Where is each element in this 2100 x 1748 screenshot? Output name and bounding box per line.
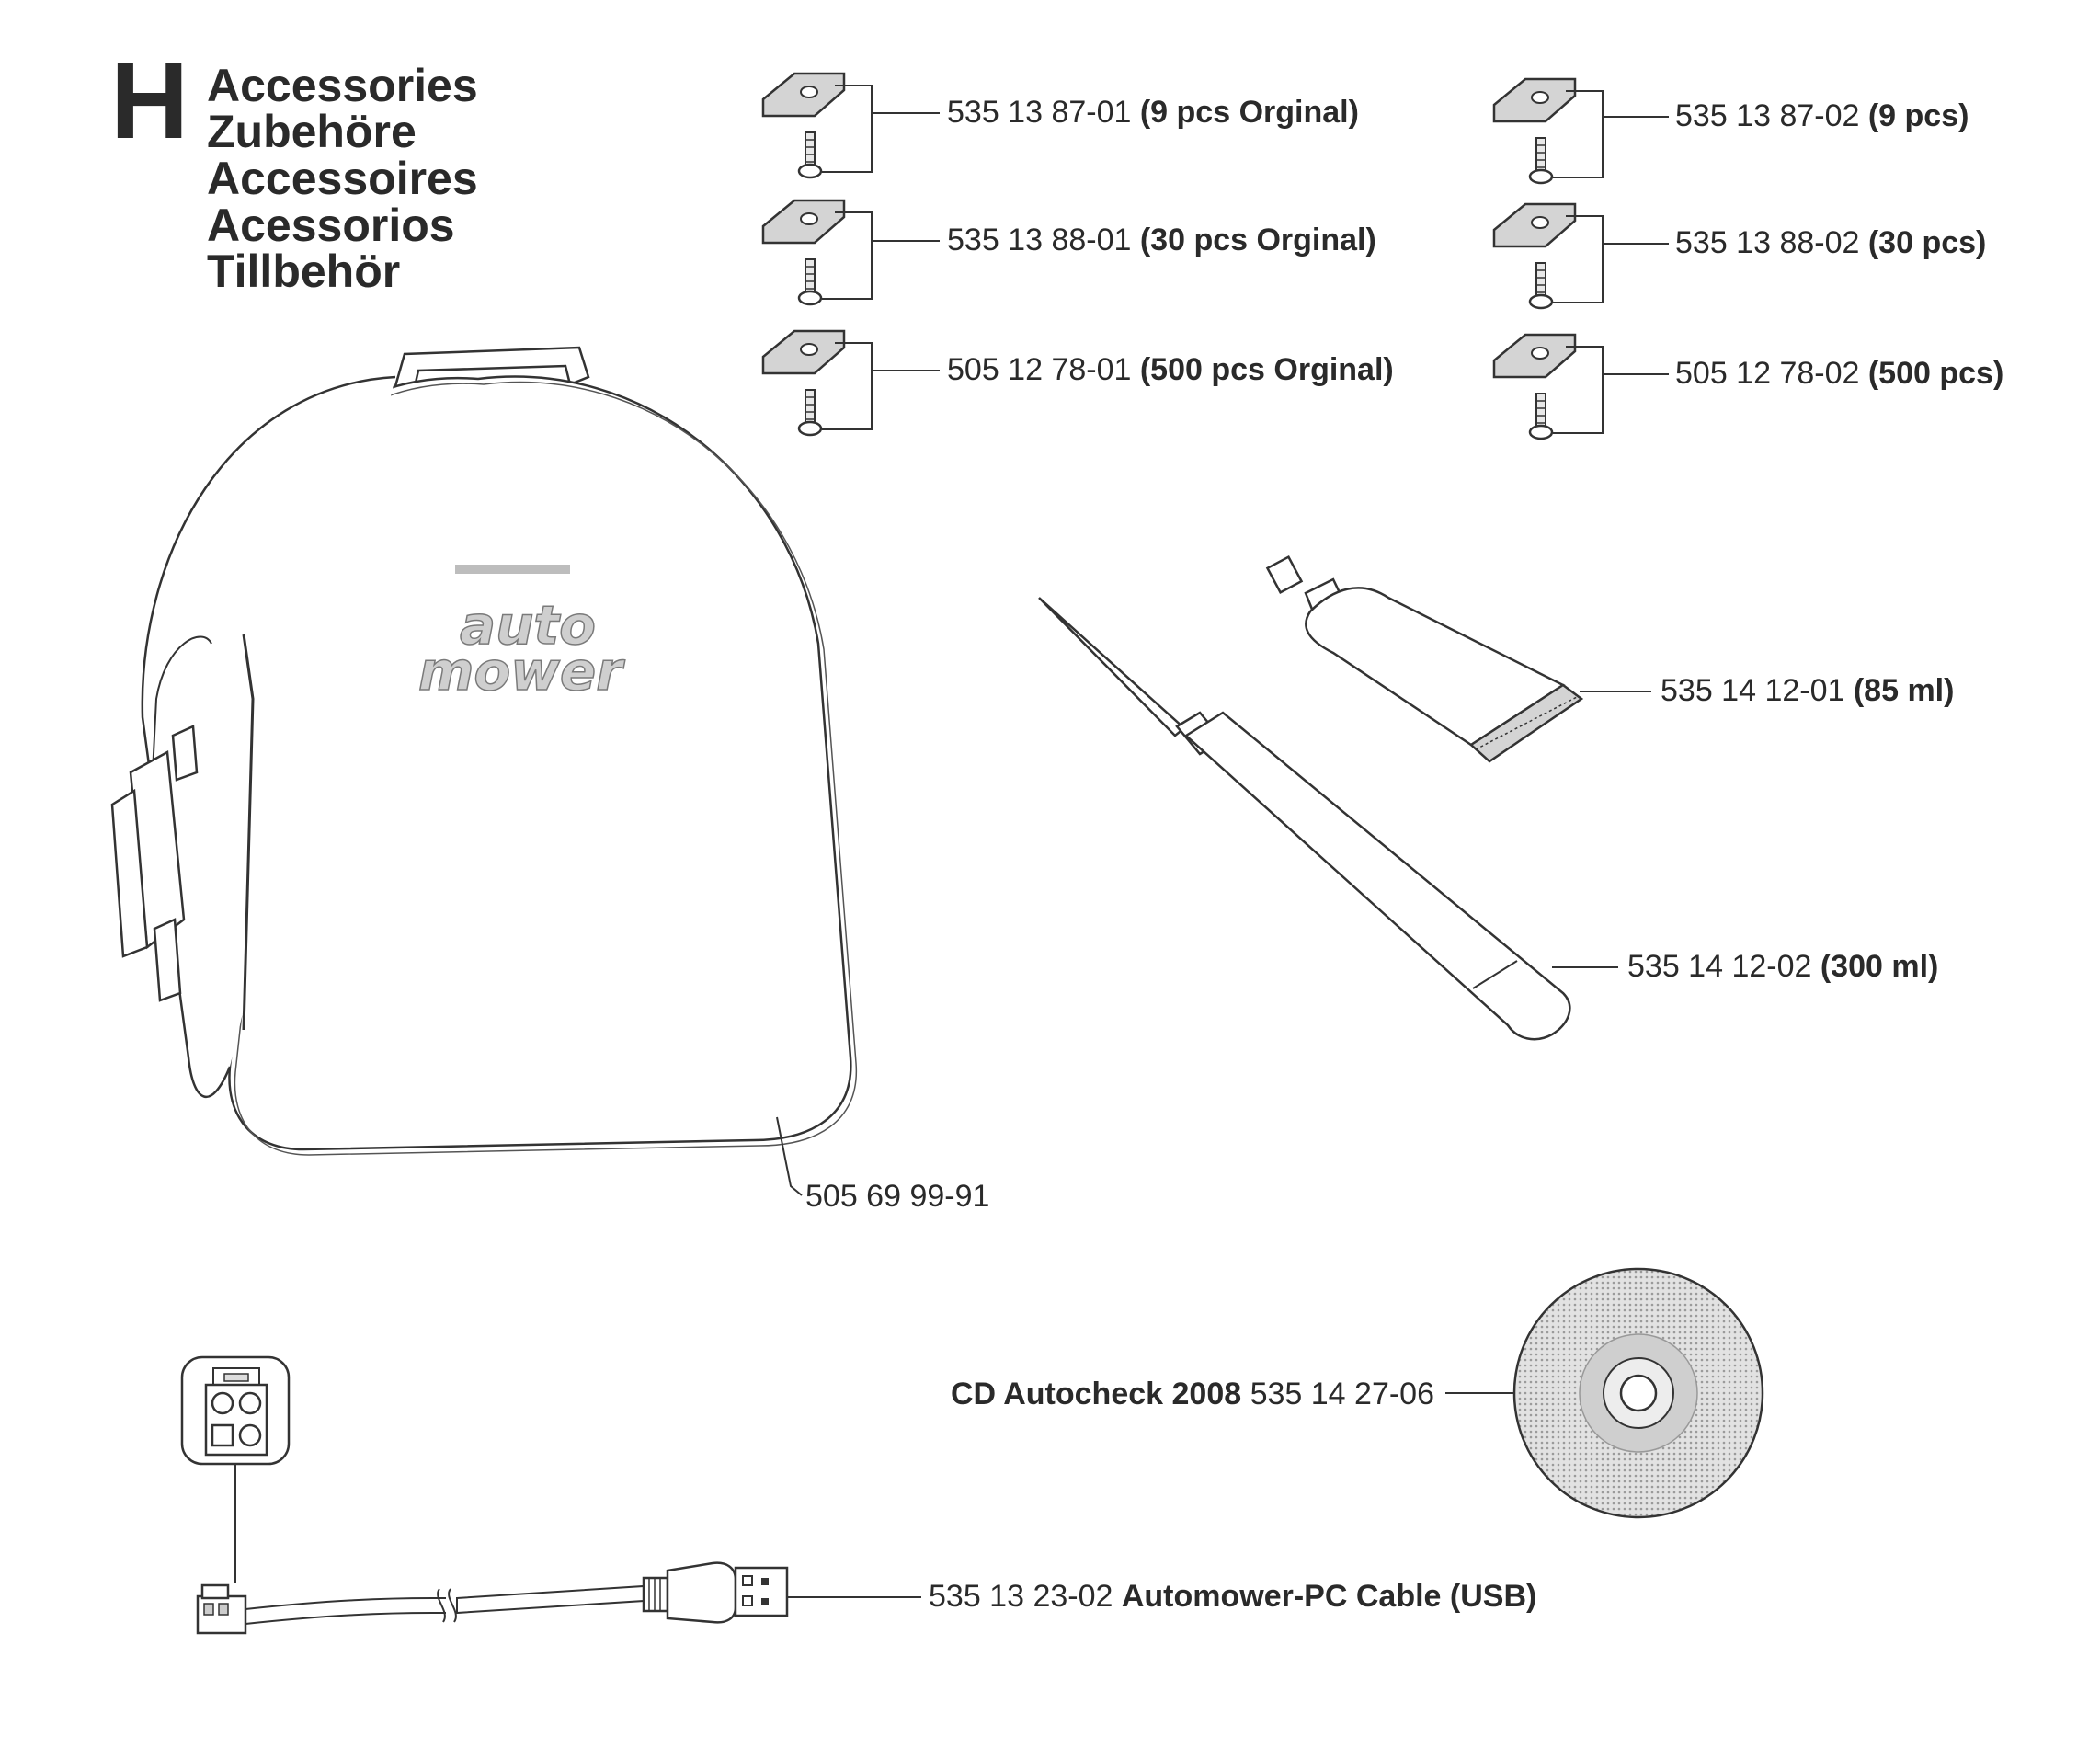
cable-strain-relief xyxy=(642,1576,669,1613)
blade-set-5: 535 13 88-02 (30 pcs) xyxy=(1492,202,1986,310)
blade-quantity: (500 pcs) xyxy=(1868,356,2003,391)
svg-text:535 14 12-01 (85 ml): 535 14 12-01 (85 ml) xyxy=(1661,673,1954,708)
backpack: auto mower 505 69 99-91 xyxy=(110,346,989,1214)
tube-part-number: 535 14 12-01 xyxy=(1661,673,1844,708)
title-fr: Accessoires xyxy=(207,153,478,204)
blade-part-number: 505 12 78-02 xyxy=(1675,356,1859,391)
section-letter: H xyxy=(110,40,188,162)
usb-cable: 535 13 23-02 Automower-PC Cable (USB) xyxy=(196,1561,1536,1635)
blade-set-4: 535 13 87-02 (9 pcs) xyxy=(1492,77,1969,185)
cartridge-body xyxy=(1183,711,1571,1041)
bag-part-number: 505 69 99-91 xyxy=(805,1179,989,1214)
blade-part-number: 535 13 88-01 xyxy=(947,223,1131,257)
blade-icon xyxy=(761,199,873,306)
svg-text:535 13 87-01 (9 pcs Orginal): 535 13 87-01 (9 pcs Orginal) xyxy=(947,95,1359,130)
cable-name: Automower-PC Cable (USB) xyxy=(1122,1579,1536,1614)
cd-disc: CD Autocheck 2008 535 14 27-06 xyxy=(951,1267,1764,1519)
blade-part-number: 535 13 87-02 xyxy=(1675,98,1859,133)
blade-part-number: 505 12 78-01 xyxy=(947,352,1131,387)
blade-set-3: 505 12 78-01 (500 pcs Orginal) xyxy=(761,329,1394,437)
svg-text:535 13 87-02 (9 pcs): 535 13 87-02 (9 pcs) xyxy=(1675,98,1969,133)
grease-tube: 535 14 12-01 (85 ml) xyxy=(1265,554,1954,763)
svg-text:535 13 88-02 (30 pcs): 535 13 88-02 (30 pcs) xyxy=(1675,225,1986,260)
connector-detail xyxy=(180,1355,291,1583)
connector-pin xyxy=(238,1423,262,1447)
blade-quantity: (500 pcs Orginal) xyxy=(1140,352,1394,387)
title-de: Zubehöre xyxy=(207,106,417,157)
blade-set-1: 535 13 87-01 (9 pcs Orginal) xyxy=(761,72,1359,179)
connector-pin xyxy=(211,1391,234,1415)
blade-set-2: 535 13 88-01 (30 pcs Orginal) xyxy=(761,199,1376,306)
cartridge-quantity: (300 ml) xyxy=(1820,949,1939,984)
backpack-side-panel xyxy=(141,375,396,1098)
usb-plug-body xyxy=(666,1561,737,1624)
blade-set-6: 505 12 78-02 (500 pcs) xyxy=(1492,333,2003,440)
section-header: H Accessories Zubehöre Accessoires Acess… xyxy=(110,40,478,297)
tube-cap xyxy=(1265,554,1304,595)
blade-quantity: (9 pcs) xyxy=(1868,98,1969,133)
blade-icon xyxy=(761,329,873,437)
title-en: Accessories xyxy=(207,60,478,111)
svg-text:505 12 78-02 (500 pcs): 505 12 78-02 (500 pcs) xyxy=(1675,356,2003,391)
backpack-strap-buckle xyxy=(110,788,149,958)
logo-auto: auto xyxy=(460,594,596,657)
blade-icon xyxy=(761,72,873,179)
cd-name: CD Autocheck 2008 xyxy=(951,1377,1241,1411)
blade-icon xyxy=(1492,77,1604,185)
svg-text:535 13 88-01 (30 pcs Orginal): 535 13 88-01 (30 pcs Orginal) xyxy=(947,223,1376,257)
blade-icon xyxy=(1492,333,1604,440)
title-pt: Acessorios xyxy=(207,200,455,251)
cd-hole xyxy=(1619,1374,1658,1412)
connector-pin xyxy=(238,1391,262,1415)
svg-text:535 14 12-02 (300 ml): 535 14 12-02 (300 ml) xyxy=(1627,949,1938,984)
blade-quantity: (9 pcs Orginal) xyxy=(1140,95,1359,130)
sealant-cartridge: 535 14 12-02 (300 ml) xyxy=(1038,597,1938,1041)
zipper xyxy=(242,634,255,1031)
svg-text:505 12 78-01 (500 pcs Orginal): 505 12 78-01 (500 pcs Orginal) xyxy=(947,352,1394,387)
cartridge-part-number: 535 14 12-02 xyxy=(1627,949,1811,984)
blade-quantity: (30 pcs Orginal) xyxy=(1140,223,1376,257)
svg-text:535 13 23-02 Automower-PC Cab: 535 13 23-02 Automower-PC Cable (USB) xyxy=(929,1579,1536,1614)
usb-connector-shell xyxy=(734,1566,789,1617)
blade-icon xyxy=(1492,202,1604,310)
tube-body xyxy=(1305,587,1566,747)
cable-break-mark xyxy=(437,1588,446,1623)
brand-mark xyxy=(455,565,570,574)
blade-quantity: (30 pcs) xyxy=(1868,225,1987,260)
connector-pin xyxy=(211,1423,234,1447)
svg-text:CD Autocheck 2008 535 14 27-0: CD Autocheck 2008 535 14 27-06 xyxy=(951,1377,1434,1411)
blade-part-number: 535 13 88-02 xyxy=(1675,225,1859,260)
title-sv: Tillbehör xyxy=(207,246,400,297)
logo-mower: mower xyxy=(418,640,625,703)
blade-part-number: 535 13 87-01 xyxy=(947,95,1131,130)
cable-part-number: 535 13 23-02 xyxy=(929,1579,1113,1614)
tube-quantity: (85 ml) xyxy=(1854,673,1955,708)
cd-part-number: 535 14 27-06 xyxy=(1250,1377,1434,1411)
cartridge-nozzle xyxy=(1038,597,1186,737)
